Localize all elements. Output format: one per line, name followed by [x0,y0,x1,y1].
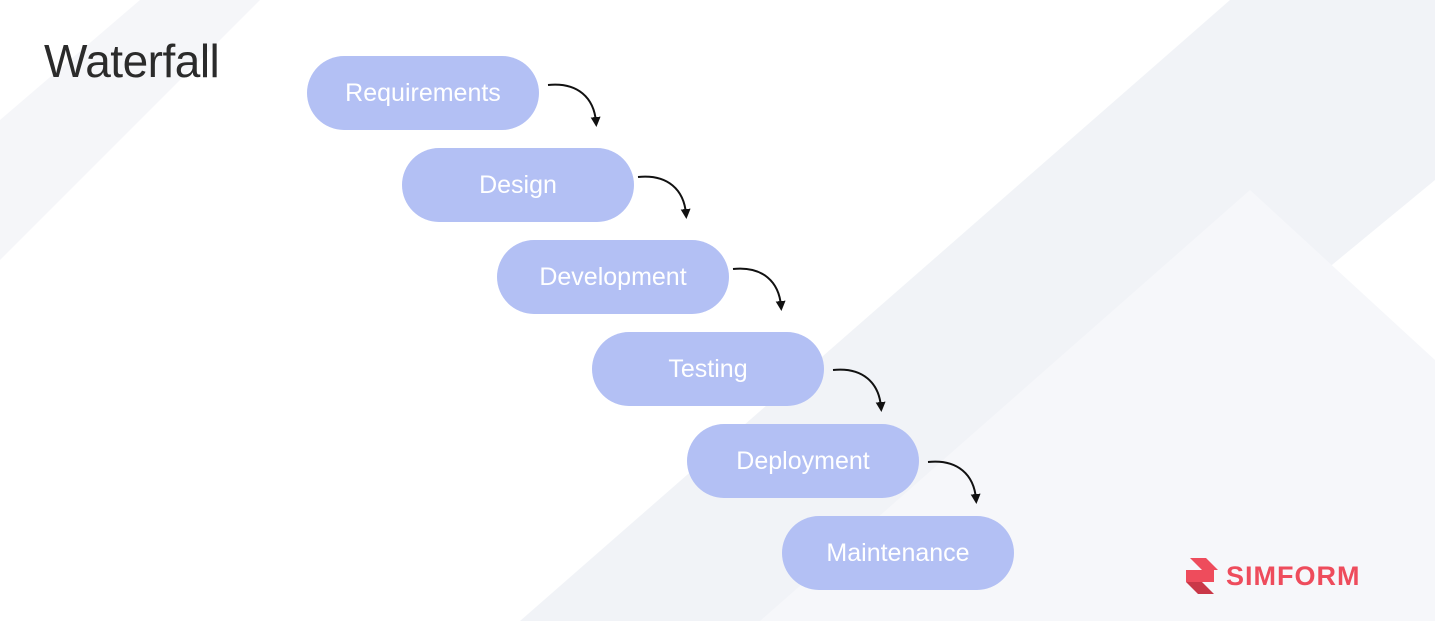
step-testing: Testing [592,332,824,406]
step-maintenance: Maintenance [782,516,1014,590]
arrow-design-to-development [637,175,691,219]
step-design: Design [402,148,634,222]
step-development: Development [497,240,729,314]
step-deployment: Deployment [687,424,919,498]
step-requirements: Requirements [307,56,539,130]
brand-name: SIMFORM [1226,560,1361,591]
arrow-testing-to-deployment [832,368,886,412]
arrow-development-to-testing [732,267,786,311]
arrow-requirements-to-design [547,83,601,127]
arrow-deployment-to-maintenance [927,460,981,504]
page-title: Waterfall [44,35,220,87]
simform-logo-icon [1186,558,1218,594]
simform-logo: SIMFORM [1184,556,1361,596]
